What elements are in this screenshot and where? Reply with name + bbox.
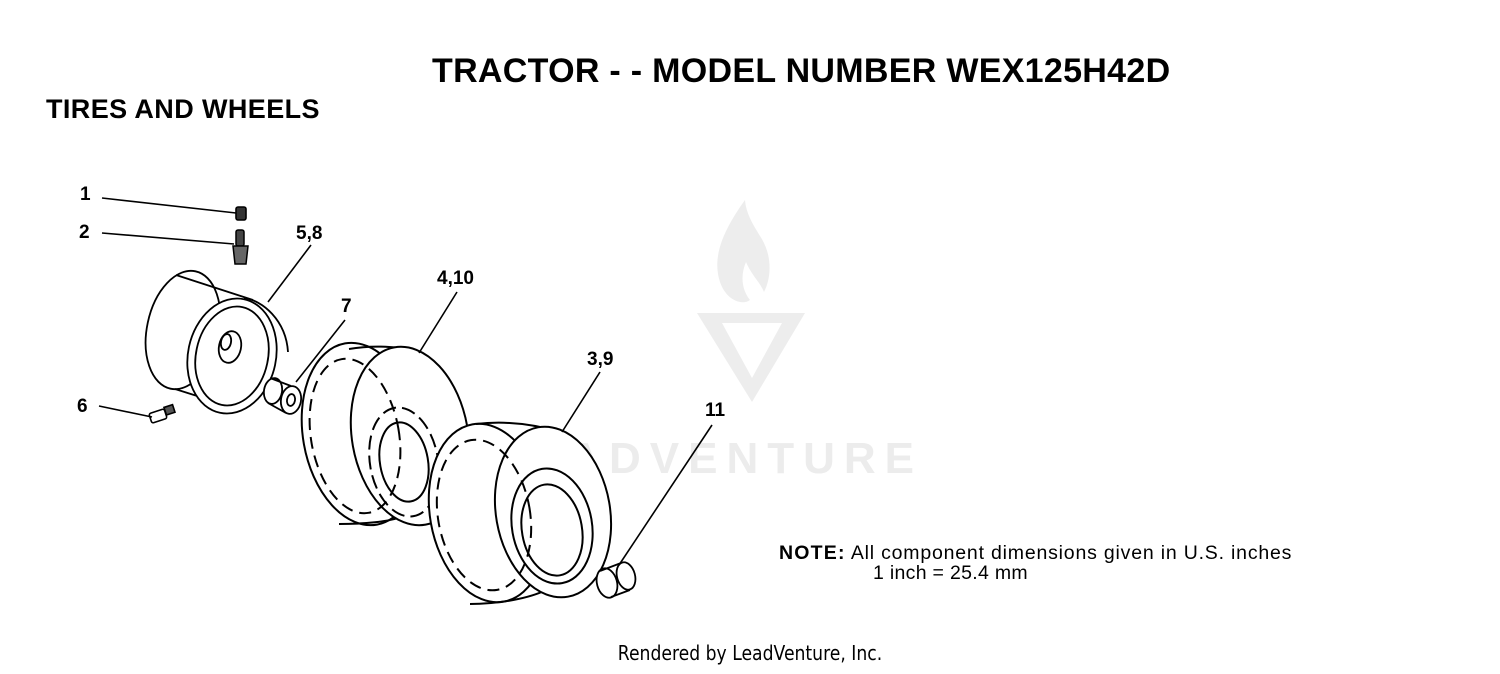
leader-lines bbox=[98, 197, 713, 566]
callout-11: 11 bbox=[705, 400, 726, 421]
note-line-1: All component dimensions given in U.S. i… bbox=[850, 542, 1293, 564]
callout-4-10: 4,10 bbox=[437, 268, 474, 289]
leader-line-11 bbox=[618, 424, 713, 566]
callout-6: 6 bbox=[77, 396, 88, 417]
valve-cap-part bbox=[235, 206, 247, 221]
bushing-part bbox=[262, 377, 303, 415]
callout-5-8: 5,8 bbox=[296, 223, 322, 244]
hub-cap-part bbox=[595, 561, 637, 599]
leader-line-6 bbox=[98, 405, 153, 418]
leader-line-3-9 bbox=[561, 371, 601, 433]
page-title: TRACTOR - - MODEL NUMBER WEX125H42D bbox=[432, 52, 1171, 90]
valve-stem-part bbox=[232, 229, 249, 265]
dimensions-note: NOTE: All component dimensions given in … bbox=[779, 543, 1292, 583]
note-line-2: 1 inch = 25.4 mm bbox=[873, 562, 1028, 584]
leader-line-4-10 bbox=[418, 291, 458, 354]
flame-icon bbox=[717, 200, 770, 303]
leader-line-5-8 bbox=[267, 244, 312, 303]
leader-line-1 bbox=[101, 197, 237, 214]
wheel-rim-part bbox=[144, 269, 289, 415]
callout-2: 2 bbox=[79, 222, 90, 243]
render-credit: Rendered by LeadVenture, Inc. bbox=[617, 641, 883, 665]
leader-line-2 bbox=[101, 232, 235, 245]
rear-tire-part bbox=[427, 421, 613, 605]
callout-1: 1 bbox=[80, 184, 91, 205]
leader-line-7 bbox=[295, 319, 346, 383]
watermark-logo bbox=[697, 200, 805, 402]
section-title: TIRES AND WHEELS bbox=[46, 94, 320, 124]
note-label: NOTE: bbox=[779, 542, 846, 564]
callout-3-9: 3,9 bbox=[587, 349, 613, 370]
callout-7: 7 bbox=[341, 296, 352, 317]
v-logo-icon bbox=[697, 313, 805, 402]
bolt-part bbox=[148, 403, 176, 424]
